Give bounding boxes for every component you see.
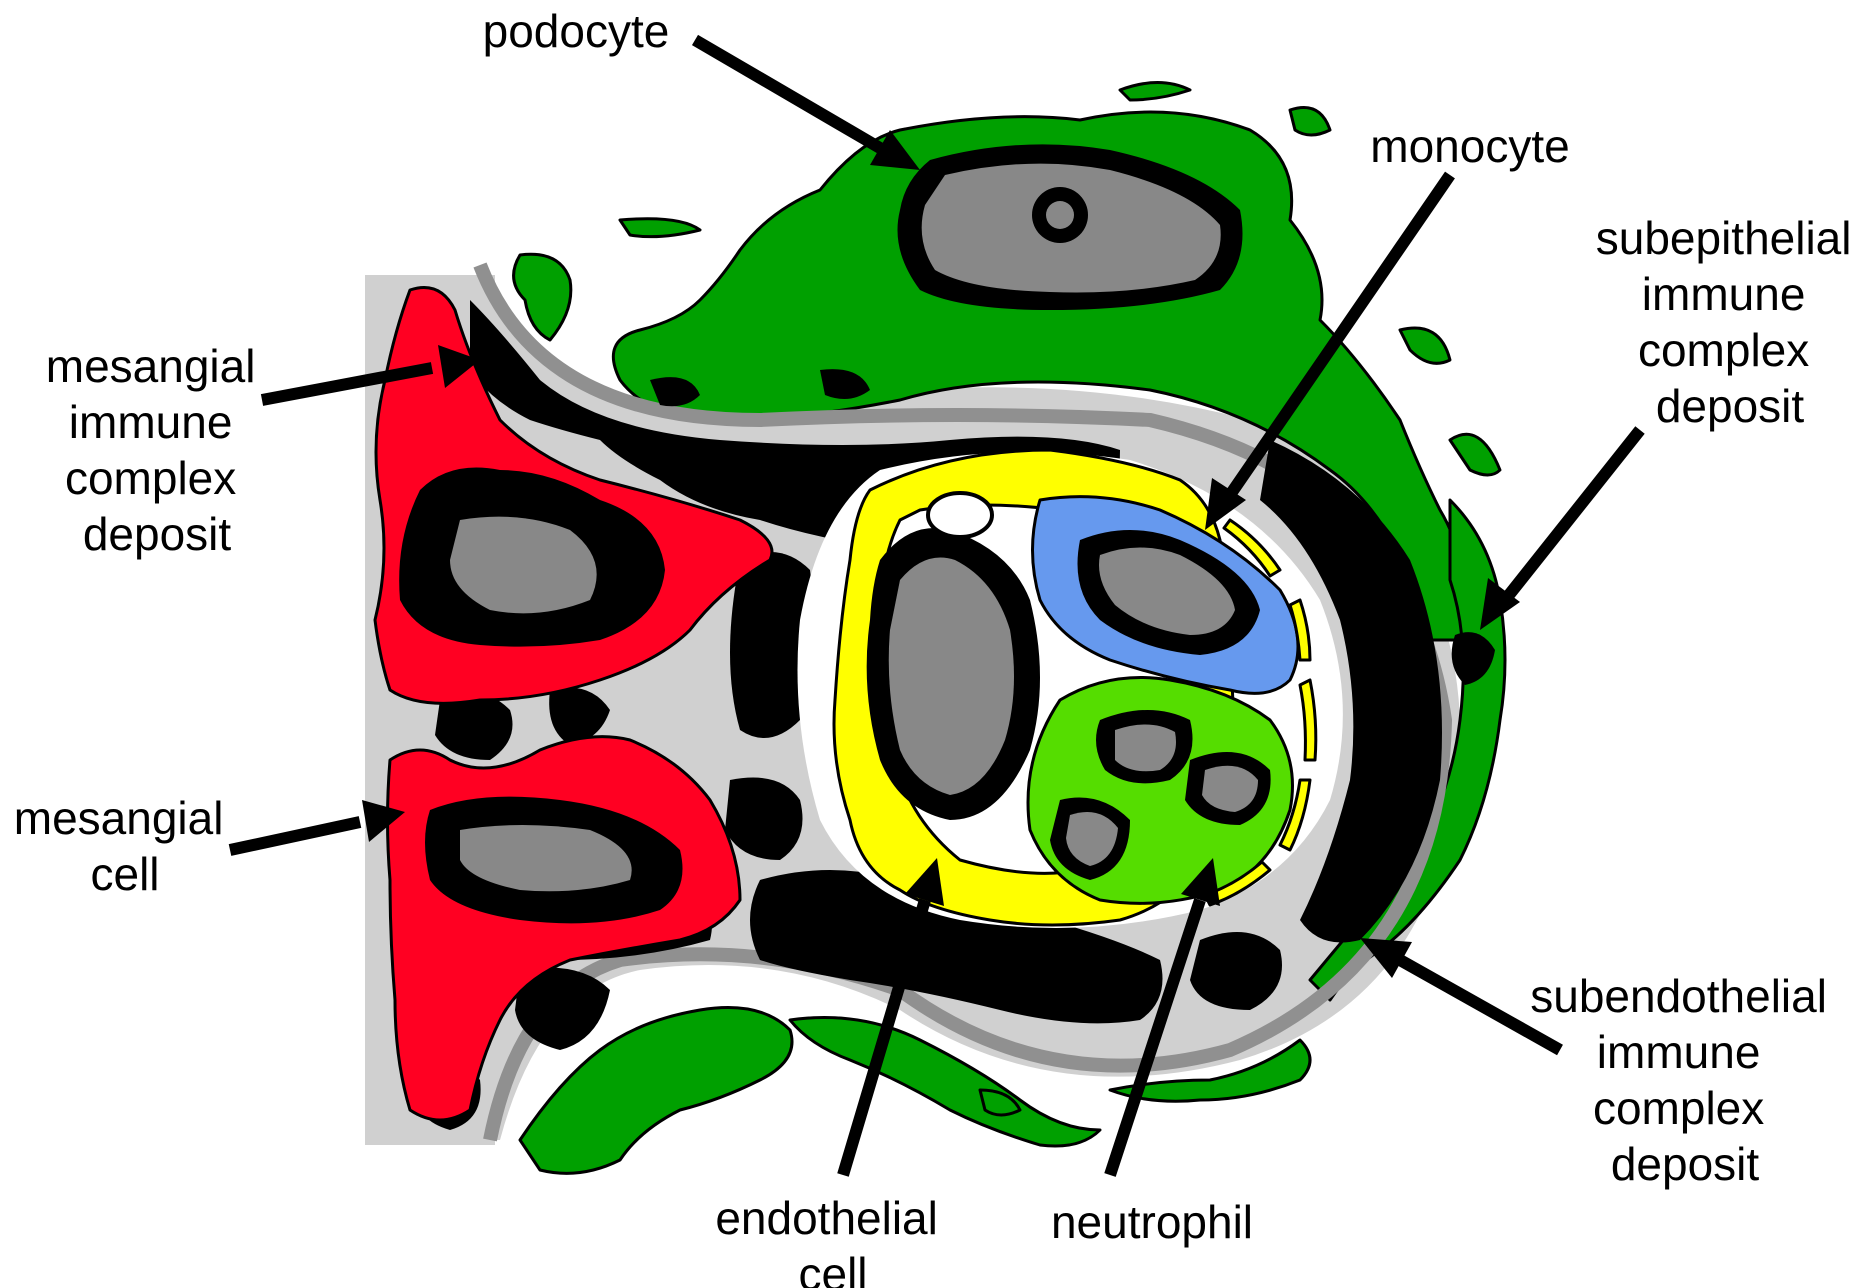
podocyte-process xyxy=(1290,108,1330,136)
podocyte-nucleolus-inner xyxy=(1046,201,1074,229)
podocyte-process xyxy=(1120,83,1190,101)
podocyte-process xyxy=(1400,328,1450,363)
red-blood-cell xyxy=(928,493,992,537)
label-subendothelial: subendothelial immune complex deposit xyxy=(1530,970,1839,1190)
label-mesangial-cell: mesangial cell xyxy=(14,792,236,900)
podocyte-process xyxy=(1450,434,1500,475)
label-neutrophil: neutrophil xyxy=(1051,1196,1253,1248)
label-subepithelial: subepithelial immune complex deposit xyxy=(1596,212,1865,432)
podocyte-process xyxy=(620,219,700,237)
label-podocyte: podocyte xyxy=(483,5,670,57)
label-mesangial-deposit: mesangial immune complex deposit xyxy=(46,340,268,560)
label-monocyte: monocyte xyxy=(1370,120,1569,172)
arrow-subepithelial xyxy=(1480,430,1640,630)
label-endothelial-cell: endothelial cell xyxy=(715,1192,950,1288)
neutrophil-nucleus-inner xyxy=(1115,724,1176,771)
arrow-podocyte xyxy=(695,40,920,170)
